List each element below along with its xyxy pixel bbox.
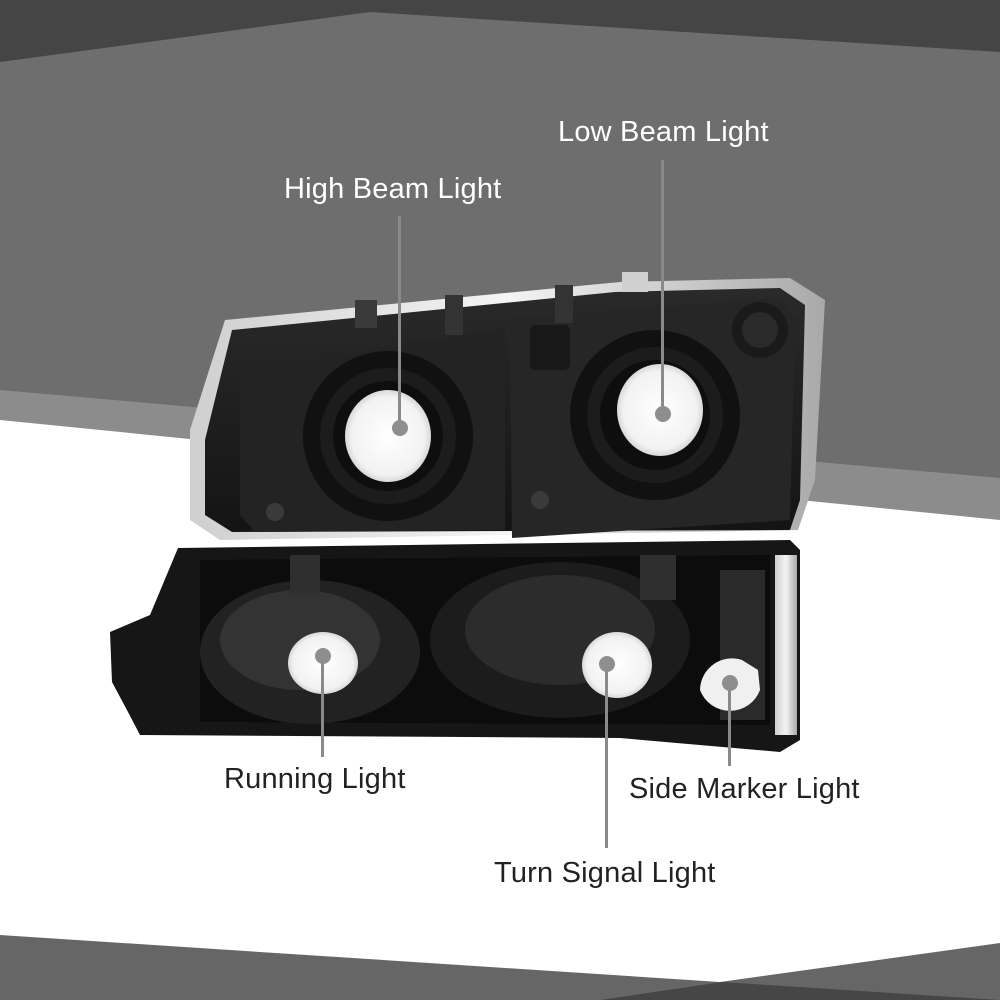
label-running: Running Light — [224, 763, 406, 795]
leader-line — [728, 683, 731, 766]
headlight-housing — [190, 272, 825, 540]
callout-dot — [315, 648, 331, 664]
label-low-beam: Low Beam Light — [558, 116, 769, 148]
callout-dot — [392, 420, 408, 436]
leader-line — [398, 216, 401, 428]
label-side-marker: Side Marker Light — [629, 773, 860, 805]
bumper-lamp-housing — [110, 540, 800, 752]
leader-line — [321, 656, 324, 757]
leader-line — [661, 160, 664, 414]
label-turn-signal: Turn Signal Light — [494, 857, 716, 889]
callout-dot — [722, 675, 738, 691]
leader-line — [605, 664, 608, 848]
callout-dot — [655, 406, 671, 422]
callout-dot — [599, 656, 615, 672]
label-high-beam: High Beam Light — [284, 173, 502, 205]
